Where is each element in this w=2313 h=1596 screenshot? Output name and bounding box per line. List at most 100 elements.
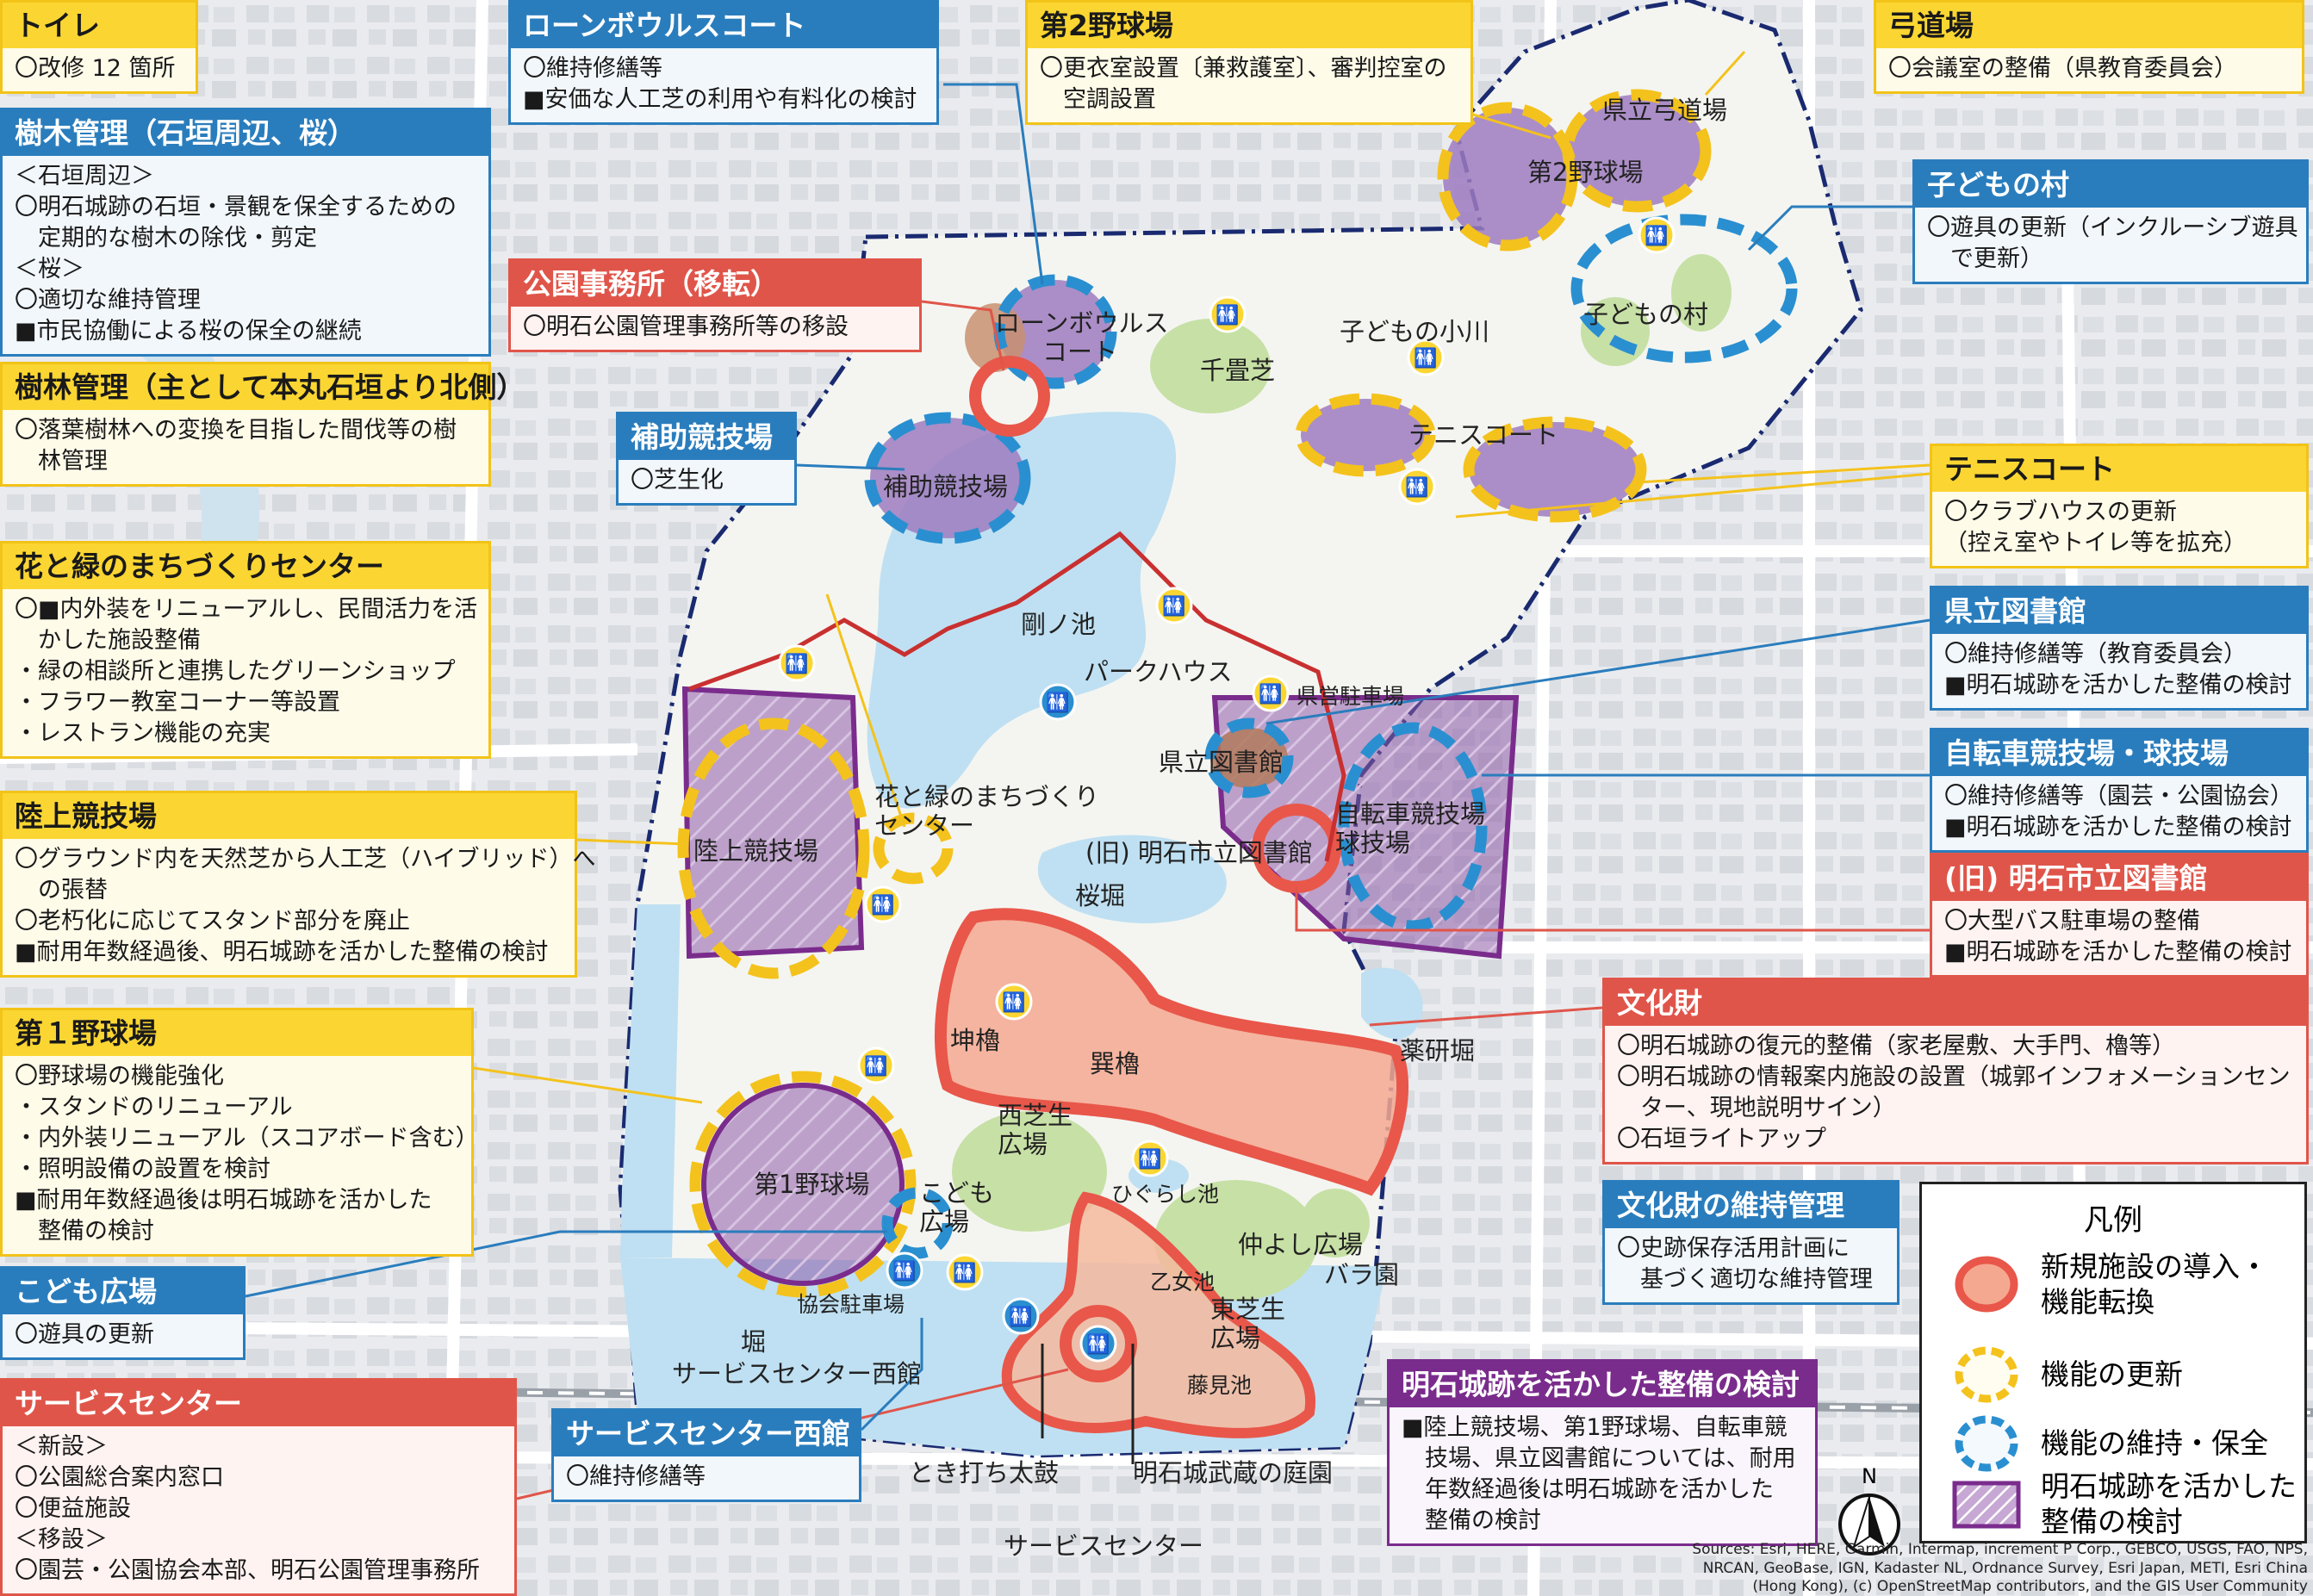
callout-line: 〇明石公園管理事務所等の移設 <box>523 314 849 341</box>
legend-item-maintenance: 機能の維持・保全 <box>1948 1413 2268 1475</box>
callout-tennis: テニスコート 〇クラブハウスの更新（控え室やトイレ等を拡充） <box>1930 444 2309 569</box>
svg-text:🚻: 🚻 <box>871 894 894 916</box>
label-kenei-parking: 県営駐車場 <box>1296 684 1404 709</box>
leader-lines <box>245 50 1931 1500</box>
callout-title: サービスセンター <box>3 1381 514 1427</box>
label-nishi-shiba: 西芝生広場 <box>998 1101 1073 1158</box>
label-yakukenbori: 薬研堀 <box>1400 1036 1475 1065</box>
label-kodomo-mura: 子どもの村 <box>1583 300 1708 329</box>
callout-body: 〇遊具の更新 <box>3 1314 243 1358</box>
callout-line: 定期的な樹木の除伐・剪定 <box>15 225 317 252</box>
callout-body: ＜新設＞〇公園総合案内窓口〇便益施設＜移設＞〇園芸・公園協会本部、明石公園管理事… <box>3 1426 514 1593</box>
callout-line: 〇明石城跡の石垣・景観を保全するための <box>15 194 457 221</box>
callout-service: サービスセンター ＜新設＞〇公園総合案内窓口〇便益施設＜移設＞〇園芸・公園協会本… <box>0 1378 517 1596</box>
callout-line: 基づく適切な維持管理 <box>1617 1266 1873 1294</box>
svg-text:🚻: 🚻 <box>953 1262 976 1284</box>
callout-title: 樹林管理（主として本丸石垣より北側） <box>3 364 525 411</box>
svg-text:🚻: 🚻 <box>1414 347 1437 370</box>
label-lawn-bowls: ローンボウルス コート <box>995 308 1177 366</box>
callout-line: かした施設整備 <box>15 627 201 655</box>
callout-line: 〇老朽化に応じてスタンド部分を廃止 <box>15 908 410 935</box>
callout-title: 樹木管理（石垣周辺、桜） <box>3 110 488 157</box>
callout-line: ■陸上競技場、第1野球場、自転車競 <box>1402 1414 1788 1442</box>
label-hori: 堀 <box>741 1327 766 1357</box>
label-higashi-shiba: 東芝生広場 <box>1210 1295 1285 1352</box>
label-old-library: (旧) 明石市立図書館 <box>1085 838 1313 867</box>
toilet-icons: 🚻 🚻 🚻 🚻 🚻 🚻 🚻 🚻 🚻 🚻 🚻 🚻 🚻 🚻 🚻 🚻 <box>778 216 1676 1363</box>
callout-cycle: 自転車競技場・球技場 〇維持修繕等（園芸・公園協会）■明石城跡を活かした整備の検… <box>1930 728 2309 854</box>
legend-label: 明石城跡を活かした 整備の検討 <box>2041 1469 2297 1539</box>
callout-line: 〇野球場の機能強化 <box>15 1063 224 1090</box>
label-kyokai-parking: 協会駐車場 <box>797 1292 905 1317</box>
callout-title: 自転車競技場・球技場 <box>1932 730 2306 777</box>
callout-title: 花と緑のまちづくりセンター <box>3 543 488 590</box>
svg-text:🚻: 🚻 <box>785 653 808 675</box>
purple-hatched-box-icon <box>1952 1481 2021 1529</box>
north-arrow-icon: N <box>1838 1464 1900 1556</box>
callout-line: 〇園芸・公園協会本部、明石公園管理事務所 <box>15 1556 480 1584</box>
callout-body: 〇明石公園管理事務所等の移設 <box>511 307 919 351</box>
legend-title: 凡例 <box>2084 1203 2142 1238</box>
callout-old-library: (旧) 明石市立図書館 〇大型バス駐車場の整備■明石城跡を活かした整備の検討 <box>1930 853 2309 978</box>
svg-text:🚻: 🚻 <box>1002 991 1025 1014</box>
label-kodomo-hiroba: こども広場 <box>919 1178 994 1236</box>
callout-trees: 樹木管理（石垣周辺、桜） ＜石垣周辺＞ 〇明石城跡の石垣・景観を保全するための 定… <box>0 108 491 357</box>
callout-title: 子どもの村 <box>1915 162 2306 208</box>
callout-line: 〇明石城跡の情報案内施設の設置（城郭インフォメーションセン <box>1617 1064 2291 1091</box>
cultural-zone <box>934 908 1409 1196</box>
callout-line: 整備の検討 <box>1402 1506 1541 1534</box>
label-athletics: 陸上競技場 <box>693 836 818 866</box>
label-baseball1: 第1野球場 <box>754 1170 869 1199</box>
callout-title: 公園事務所（移転） <box>511 261 919 307</box>
callout-toilet: トイレ 〇改修 12 箇所 <box>0 0 198 95</box>
north-label: N <box>1862 1464 1877 1488</box>
callout-line: 〇遊具の更新 <box>15 1321 154 1349</box>
legend-item-castle-review: 明石城跡を活かした 整備の検討 <box>1948 1469 2297 1540</box>
callout-hojo: 補助競技場 〇芝生化 <box>616 412 797 506</box>
callout-body: 〇■内外装をリニューアルし、民間活力を活 かした施設整備・緑の相談所と連携したグ… <box>3 589 488 756</box>
callout-title: 第１野球場 <box>3 1010 471 1057</box>
callout-line: （控え室やトイレ等を拡充） <box>1944 530 2247 557</box>
callout-cultural-maint: 文化財の維持管理 〇史跡保存活用計画に 基づく適切な維持管理 <box>1602 1180 1900 1306</box>
callout-line: ＜新設＞ <box>15 1433 108 1461</box>
callout-line: 〇維持修繕等（園芸・公園協会） <box>1944 783 2293 810</box>
callout-title: 補助競技場 <box>619 414 794 461</box>
callout-line: 〇公園総合案内窓口 <box>15 1464 224 1492</box>
svg-text:🚻: 🚻 <box>1138 1148 1161 1171</box>
callout-line: ■明石城跡を活かした整備の検討 <box>1944 939 2292 966</box>
label-bara: バラ園 <box>1324 1260 1399 1289</box>
sakurabori-pond <box>1037 835 1227 923</box>
label-gonoike: 剛ノ池 <box>1021 610 1096 639</box>
callout-title: 明石城跡を活かした整備の検討 <box>1390 1362 1815 1408</box>
callout-line: ・照明設備の設置を検討 <box>15 1155 270 1183</box>
callout-office: 公園事務所（移転） 〇明石公園管理事務所等の移設 <box>508 258 922 353</box>
label-flower-center: 花と緑のまちづくりセンター <box>874 782 1099 840</box>
callout-body: 〇更衣室設置〔兼救護室〕、審判控室の 空調設置 <box>1028 48 1470 123</box>
svg-text:🚻: 🚻 <box>1046 692 1069 714</box>
callout-forest: 樹林管理（主として本丸石垣より北側） 〇落葉樹林への変換を目指した間伐等の樹 林… <box>0 362 525 487</box>
yellow-dashed-ring-icon <box>1955 1346 2018 1403</box>
callout-title: 県立図書館 <box>1932 588 2306 635</box>
svg-text:🚻: 🚻 <box>1645 225 1668 247</box>
callout-body: 〇史跡保存活用計画に 基づく適切な維持管理 <box>1605 1228 1897 1303</box>
callout-body: 〇維持修繕等（園芸・公園協会）■明石城跡を活かした整備の検討 <box>1932 776 2306 851</box>
callout-title: ローンボウルスコート <box>511 3 936 49</box>
label-parkhouse: パークハウス <box>1084 657 1233 686</box>
callout-line: 〇適切な維持管理 <box>15 286 201 314</box>
callout-title: 文化財の維持管理 <box>1605 1183 1897 1229</box>
blue-dashed-ring-icon <box>1955 1415 2018 1472</box>
callout-line: 〇大型バス駐車場の整備 <box>1944 908 2200 935</box>
renewal-rings <box>677 89 1712 1298</box>
legend-item-new-facility: 新規施設の導入・ 機能転換 <box>1948 1249 2268 1320</box>
callout-line: 〇維持修繕等（教育委員会） <box>1944 641 2247 668</box>
callout-title: 陸上競技場 <box>3 793 575 840</box>
label-toki: とき打ち太鼓 <box>909 1458 1059 1487</box>
callout-line: 〇グラウンド内を天然芝から人工芝（ハイブリッド）へ <box>15 846 596 873</box>
callout-cultural: 文化財 〇明石城跡の復元的整備（家老屋敷、大手門、櫓等）〇明石城跡の情報案内施設… <box>1602 978 2309 1164</box>
label-senjoshiba: 千畳芝 <box>1200 356 1275 385</box>
callout-line: ＜移設＞ <box>15 1525 108 1553</box>
label-tatsumi: 巽櫓 <box>1090 1049 1140 1078</box>
outer-moat-west <box>620 904 681 1258</box>
callout-line: ＜石垣周辺＞ <box>15 163 154 190</box>
label-fujimiike: 藤見池 <box>1187 1373 1252 1398</box>
